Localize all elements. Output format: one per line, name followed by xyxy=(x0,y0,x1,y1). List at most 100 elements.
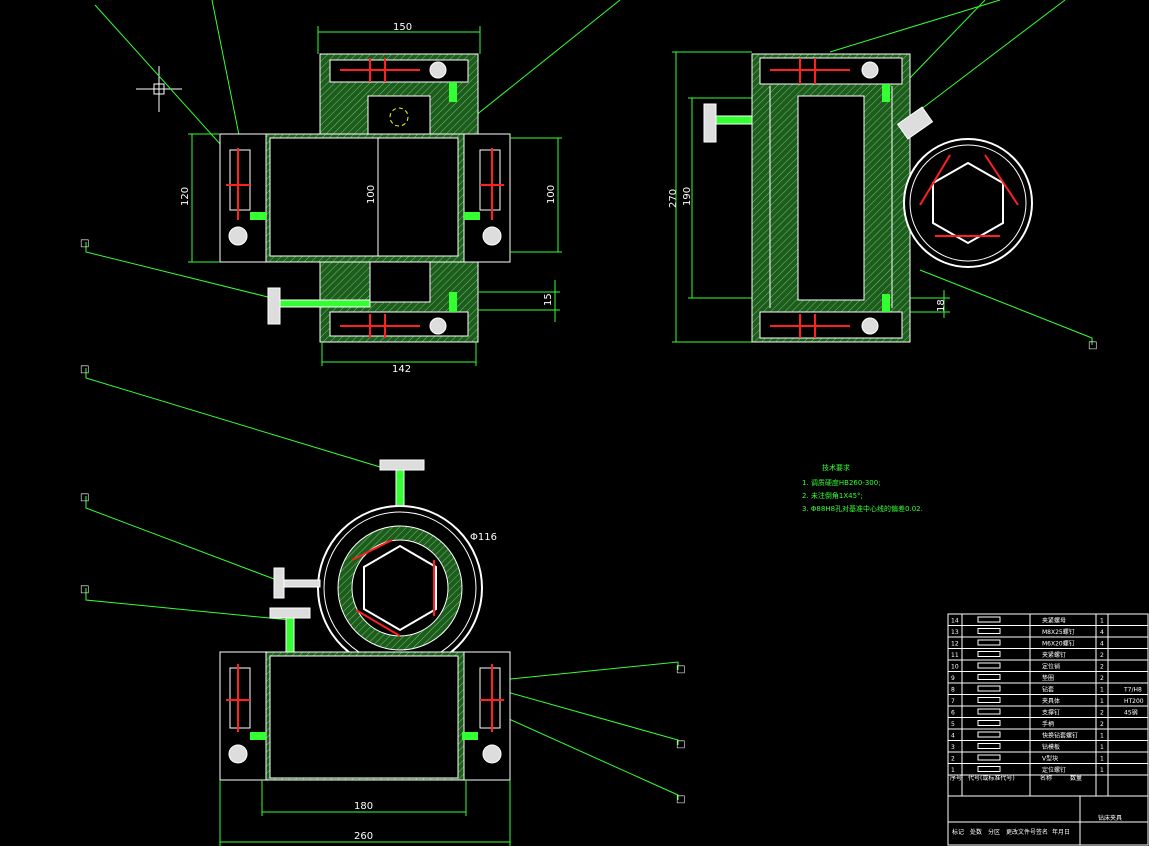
footer-label: 签名 xyxy=(1036,828,1048,836)
bom-row-code-box xyxy=(977,731,1001,738)
dim-bottom-inner-width: 180 xyxy=(354,801,373,812)
bom-row-qty: 2 xyxy=(1100,664,1104,671)
svg-text:□: □ xyxy=(80,492,89,503)
bom-row-qty: 2 xyxy=(1100,710,1104,717)
bom-row-name: 夹具体 xyxy=(1042,697,1060,705)
bom-row-index: 14 xyxy=(951,618,959,625)
dim-bottom-ring-dia: Φ116 xyxy=(470,532,497,543)
bom-row-note: HT200 xyxy=(1124,698,1144,705)
bom-row-index: 8 xyxy=(951,687,955,694)
dim-top-left-left-height: 120 xyxy=(180,187,191,206)
bom-row-code-box xyxy=(977,743,1001,749)
bom-row-name: 定位螺钉 xyxy=(1042,766,1066,774)
svg-text:□: □ xyxy=(80,584,89,595)
footer-label: 年月日 xyxy=(1052,828,1070,836)
bom-row-qty: 1 xyxy=(1100,767,1104,774)
top-right-view: □ 270 190 18 xyxy=(668,0,1097,351)
bom-row-qty: 1 xyxy=(1100,687,1104,694)
bom-row-code-box xyxy=(977,651,1001,657)
bom-row-code-box xyxy=(977,685,1001,692)
bom-row-name: 支撑钉 xyxy=(1042,709,1060,717)
bom-row-code-box xyxy=(977,697,1001,703)
cursor-crosshair-icon xyxy=(136,66,182,112)
bom-row-index: 10 xyxy=(951,664,959,671)
dim-top-right-inner-height: 190 xyxy=(682,187,693,206)
dim-top-left-offset: 15 xyxy=(543,293,554,306)
bom-header-name: 名称 xyxy=(1040,774,1052,782)
top-left-view: □ 150 xyxy=(80,0,621,375)
bom-row-index: 2 xyxy=(951,756,955,763)
footer-label: 处数 xyxy=(970,828,982,836)
bom-row-code-box xyxy=(977,628,1001,634)
bill-of-materials: 钻床夹具 序号 代号(或标准代号) 名称 数量 标记 处数 分区 更改文件号 签… xyxy=(947,613,1149,846)
bom-row-index: 4 xyxy=(951,733,955,740)
dim-top-left-width: 150 xyxy=(393,22,412,33)
title-block-title: 钻床夹具 xyxy=(1098,814,1122,822)
tech-req-title: 技术要求 xyxy=(822,463,850,472)
dim-top-left-bottom-width: 142 xyxy=(392,364,411,375)
bom-row-name: 垫圈 xyxy=(1042,674,1054,682)
bom-row-index: 13 xyxy=(951,629,959,636)
bom-row-code-box xyxy=(977,766,1001,772)
svg-text:□: □ xyxy=(676,664,685,675)
dim-top-right-outer-height: 270 xyxy=(668,189,679,208)
bom-row-index: 12 xyxy=(951,641,959,648)
bom-row-note: 45钢 xyxy=(1124,709,1138,717)
svg-text:□: □ xyxy=(676,739,685,750)
svg-text:□: □ xyxy=(80,238,89,249)
bom-row-name: 快换钻套螺钉 xyxy=(1042,732,1078,740)
bom-row-code-box xyxy=(977,708,1001,715)
bom-row-index: 5 xyxy=(951,721,955,728)
bom-row-index: 6 xyxy=(951,710,955,717)
bom-row-name: 夹紧螺母 xyxy=(1042,617,1066,625)
tech-req-item: 3. Φ88H8孔对基准中心线的偏差0.02. xyxy=(802,504,923,513)
bom-row-index: 7 xyxy=(951,698,955,705)
bom-row-name: M8X25螺钉 xyxy=(1042,628,1075,636)
bom-row-index: 9 xyxy=(951,675,955,682)
bom-row-name: M6X20螺钉 xyxy=(1042,640,1075,648)
dim-top-right-offset: 18 xyxy=(936,299,947,312)
bom-row-name: V型块 xyxy=(1042,755,1058,763)
bottom-view: □ □ □ □ □ □ Φ116 xyxy=(80,364,685,846)
bom-row-qty: 2 xyxy=(1100,675,1104,682)
bom-header-qty: 数量 xyxy=(1070,774,1082,782)
bom-row-index: 3 xyxy=(951,744,955,751)
bom-row-qty: 1 xyxy=(1100,618,1104,625)
bom-row-code-box xyxy=(977,662,1001,669)
tech-req-item: 1. 调质硬度HB260-300; xyxy=(802,478,881,487)
technical-requirements: 技术要求 1. 调质硬度HB260-300; 2. 未注倒角1X45°; 3. … xyxy=(802,463,923,513)
svg-text:□: □ xyxy=(80,364,89,375)
bom-row-code-box xyxy=(977,639,1001,646)
bom-row-index: 11 xyxy=(951,652,959,659)
bom-row-name: 钻模板 xyxy=(1042,743,1060,751)
bom-row-qty: 4 xyxy=(1100,629,1104,636)
footer-label: 更改文件号 xyxy=(1006,828,1036,836)
tech-req-item: 2. 未注倒角1X45°; xyxy=(802,491,863,500)
bom-row-qty: 2 xyxy=(1100,721,1104,728)
dim-top-left-right-height: 100 xyxy=(546,185,557,204)
bom-row-qty: 1 xyxy=(1100,698,1104,705)
bom-row-qty: 1 xyxy=(1100,733,1104,740)
bom-header-no: 序号 xyxy=(950,774,962,782)
svg-text:□: □ xyxy=(1088,340,1097,351)
bom-row-code-box xyxy=(977,720,1001,726)
dim-bottom-outer-width: 260 xyxy=(354,831,373,842)
bom-row-qty: 2 xyxy=(1100,652,1104,659)
footer-label: 分区 xyxy=(988,828,1000,836)
dim-top-left-inner-height: 100 xyxy=(366,185,377,204)
bom-row-qty: 4 xyxy=(1100,641,1104,648)
bom-row-code-box xyxy=(977,674,1001,680)
bom-row-name: 钻套 xyxy=(1042,686,1054,694)
bom-row-code-box xyxy=(977,754,1001,761)
bom-row-index: 1 xyxy=(951,767,955,774)
bom-row-name: 手柄 xyxy=(1042,720,1054,728)
bom-row-qty: 1 xyxy=(1100,744,1104,751)
bom-row-note: T7/H8 xyxy=(1123,687,1142,694)
bom-header-code: 代号(或标准代号) xyxy=(968,774,1015,782)
footer-label: 标记 xyxy=(952,828,964,836)
bom-row-name: 夹紧螺钉 xyxy=(1042,651,1066,659)
svg-text:□: □ xyxy=(676,794,685,805)
bom-row-name: 定位销 xyxy=(1042,663,1060,671)
bom-row-code-box xyxy=(977,616,1001,623)
